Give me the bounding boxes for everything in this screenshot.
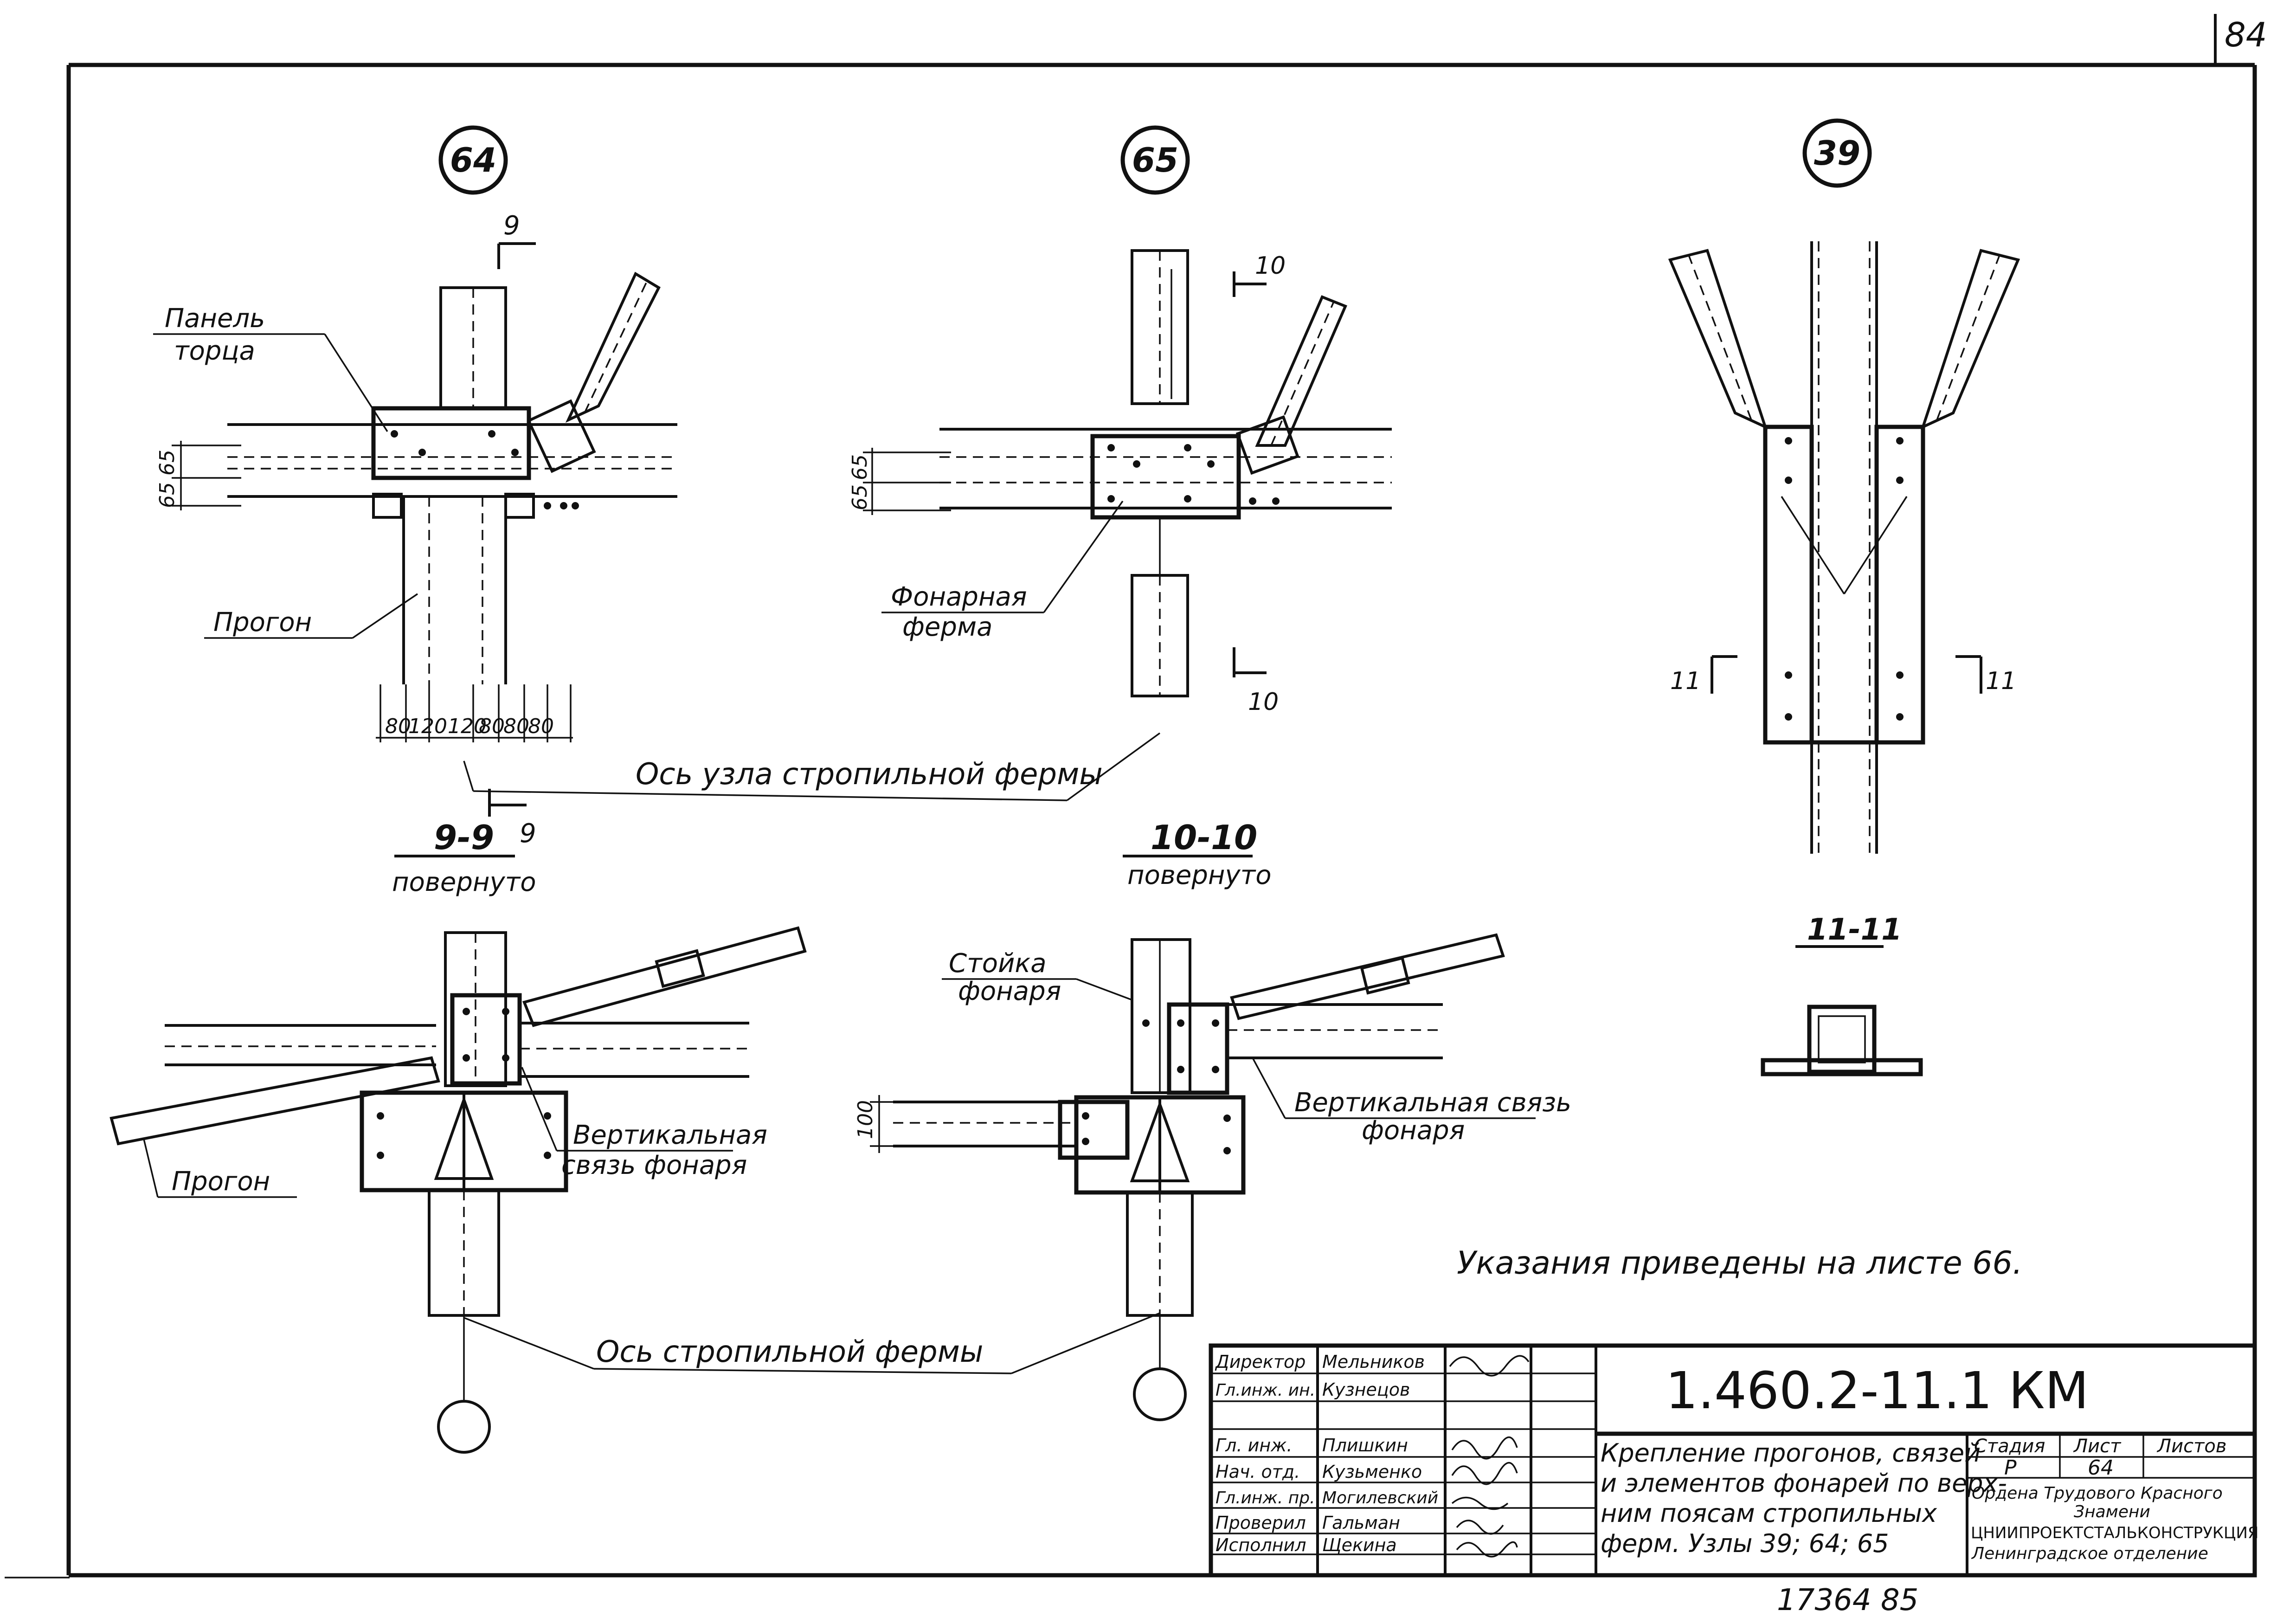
- section-10-10: 10-10 повернуто: [854, 818, 1571, 1421]
- node-39-section-right: 11: [1986, 667, 2016, 695]
- node-64-bubble: [438, 125, 508, 195]
- section-9-subtitle: повернуто: [392, 867, 536, 897]
- staff-name-7: Щекина: [1322, 1535, 1397, 1555]
- node-65: 65 10 10 65 65 Фонарна: [848, 125, 1392, 716]
- corner-sheet-number: 84: [2225, 15, 2267, 54]
- section-9-title: 9-9: [434, 818, 494, 857]
- section-10-subtitle: повернуто: [1127, 860, 1272, 890]
- section-9-plate-upper: [450, 993, 522, 1086]
- title-line-2: и элементов фонарей по верх-: [1601, 1469, 2007, 1498]
- node-64-gusset: [371, 406, 531, 480]
- node-64-number: 64: [450, 141, 496, 180]
- staff-role-3: Гл. инж.: [1216, 1435, 1292, 1456]
- node-64-dim-h2: 120: [408, 715, 447, 738]
- section-9-9: 9-9 повернуто Про: [109, 818, 807, 1454]
- node-64-dim-h6: 80: [528, 715, 554, 738]
- node-65-dim-v1: 65: [848, 454, 872, 480]
- stage-value: Р: [2004, 1456, 2017, 1480]
- staff-role-6: Проверил: [1216, 1513, 1306, 1533]
- staff-name-4: Кузьменко: [1322, 1462, 1422, 1482]
- staff-role-5: Гл.инж. пр.: [1216, 1488, 1315, 1507]
- bottom-partial-number: 17364 85: [1777, 1583, 1918, 1617]
- node-39-number: 39: [1814, 134, 1860, 173]
- node-64: 64 9 9: [153, 125, 677, 849]
- title-block-doc-code: 1.460.2-11.1 КМ: [1666, 1361, 2089, 1420]
- org-line-2: Знамени: [2074, 1502, 2150, 1521]
- section-10-plate-upper: [1167, 1002, 1229, 1095]
- title-line-4: ферм. Узлы 39; 64; 65: [1601, 1529, 1889, 1558]
- node-65-gusset: [1090, 434, 1241, 520]
- axis-node-label: Ось узла стропильной фермы: [636, 757, 1103, 792]
- staff-name-1: Мельников: [1322, 1352, 1425, 1372]
- node-65-section-bottom: 10: [1248, 688, 1279, 716]
- org-line-1: Ордена Трудового Красного: [1972, 1484, 2223, 1503]
- node-64-section-bottom: 9: [520, 818, 536, 849]
- section-11-title: 11-11: [1807, 913, 1902, 947]
- section-10-label-brace-2: фонаря: [1362, 1115, 1465, 1146]
- node-65-bubble: [1120, 125, 1190, 195]
- node-64-label-panel-2: торца: [174, 336, 255, 366]
- node-64-dim-v2: 65: [155, 482, 179, 508]
- title-line-1: Крепление прогонов, связей: [1601, 1438, 1981, 1468]
- section-10-title: 10-10: [1151, 818, 1257, 857]
- sheet-frame: [5, 14, 2257, 1578]
- section-10-label-brace-1: Вертикальная связь: [1294, 1088, 1571, 1118]
- sheets-header: Листов: [2156, 1436, 2226, 1457]
- org-line-4: Ленинградское отделение: [1971, 1544, 2208, 1563]
- stage-header: Стадия: [1974, 1436, 2045, 1457]
- node-64-dim-h1: 80: [385, 715, 411, 738]
- staff-name-5: Могилевский: [1322, 1488, 1438, 1507]
- title-block: 1.460.2-11.1 КМ Крепление прогонов, связ…: [1209, 1343, 2259, 1578]
- node-64-dim-v1: 65: [155, 450, 179, 476]
- staff-role-4: Нач. отд.: [1216, 1462, 1300, 1482]
- node-65-label-truss-1: Фонарная: [891, 582, 1027, 612]
- signatures: [1449, 1355, 1530, 1558]
- node-64-label-purlin: Прогон: [213, 607, 312, 638]
- section-11-11: 11-11: [1761, 913, 1923, 1076]
- section-9-axis-bubble: [437, 1400, 491, 1454]
- title-line-3: ним поясам стропильных: [1601, 1499, 1937, 1528]
- node-65-section-top: 10: [1255, 252, 1286, 280]
- node-64-section-top: 9: [503, 211, 520, 241]
- node-39-gusset: [1763, 425, 1814, 745]
- org-line-3: ЦНИИПРОЕКТСТАЛЬКОНСТРУКЦИЯ: [1971, 1524, 2259, 1542]
- section-10-label-post-1: Стойка: [949, 948, 1047, 979]
- node-65-number: 65: [1132, 141, 1178, 180]
- node-64-label-panel-1: Панель: [165, 303, 265, 334]
- section-9-label-brace-1: Вертикальная: [573, 1120, 767, 1150]
- section-9-label-brace-2: связь фонаря: [561, 1150, 747, 1180]
- node-39: 39 11 11: [1668, 118, 2020, 854]
- node-65-dim-v2: 65: [848, 484, 872, 510]
- node-64-dim-h5: 80: [503, 715, 529, 738]
- section-10-label-post-2: фонаря: [958, 976, 1061, 1006]
- sheet-header: Лист: [2073, 1436, 2122, 1457]
- axis-truss-label: Ось стропильной фермы: [596, 1335, 983, 1369]
- node-39-section-left: 11: [1670, 667, 1701, 695]
- node-64-dim-h3: 120: [448, 715, 487, 738]
- node-65-label-truss-2: ферма: [902, 612, 992, 642]
- staff-name-3: Плишкин: [1322, 1435, 1408, 1456]
- staff-role-2: Гл.инж. ин.: [1216, 1381, 1315, 1400]
- sheet-value: 64: [2088, 1456, 2114, 1480]
- node-39-bubble: [1802, 118, 1872, 188]
- staff-name-6: Гальман: [1322, 1513, 1400, 1533]
- staff-name-2: Кузнецов: [1322, 1379, 1410, 1400]
- node-64-dim-h4: 80: [479, 715, 505, 738]
- section-10-dim-100: 100: [854, 1100, 877, 1139]
- section-10-axis-bubble: [1133, 1367, 1187, 1421]
- staff-role-1: Директор: [1215, 1352, 1306, 1372]
- staff-role-7: Исполнил: [1216, 1535, 1306, 1555]
- note-text: Указания приведены на листе 66.: [1457, 1245, 2023, 1282]
- section-9-label-purlin: Прогон: [172, 1166, 270, 1197]
